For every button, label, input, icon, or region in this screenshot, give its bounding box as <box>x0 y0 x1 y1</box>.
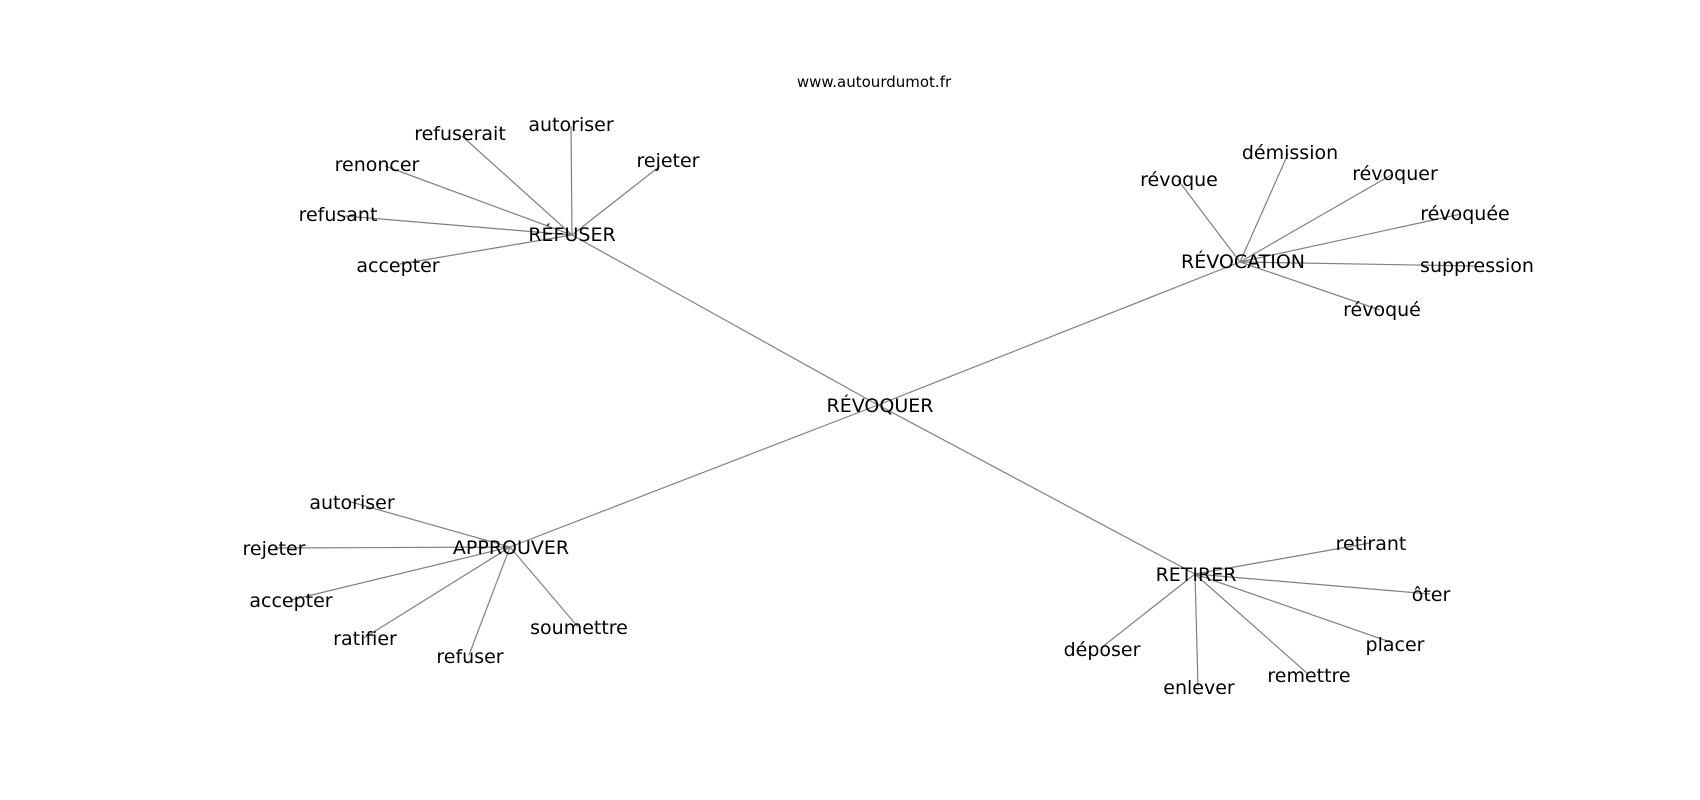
word-node[interactable]: rejeter <box>636 150 699 172</box>
word-node[interactable]: autoriser <box>309 492 394 514</box>
edge-center-approuver <box>509 404 879 548</box>
word-node[interactable]: rejeter <box>242 538 305 560</box>
word-node[interactable]: révoquée <box>1420 203 1509 225</box>
word-node[interactable]: placer <box>1366 634 1425 656</box>
edge-approuver-rejeter <box>273 546 511 549</box>
word-node[interactable]: renoncer <box>335 154 420 176</box>
word-node[interactable]: refusant <box>299 204 378 226</box>
edge-approuver-soumettre <box>509 546 579 628</box>
edge-approuver-ratifier <box>363 546 511 639</box>
edge-approuver-autoriser <box>350 501 511 548</box>
edge-revocation-revoquer <box>1239 173 1394 263</box>
edge-center-revocation <box>877 261 1241 406</box>
edge-retirer-enlever <box>1194 573 1199 687</box>
hub-node-revocation[interactable]: RÉVOCATION <box>1181 250 1305 273</box>
word-node[interactable]: retirant <box>1336 533 1407 555</box>
edge-revocation-revoquee <box>1239 213 1462 263</box>
word-node[interactable]: ratifier <box>333 628 397 650</box>
hub-node-retirer[interactable]: RETIRER <box>1156 564 1237 586</box>
word-node[interactable]: refuser <box>436 646 503 668</box>
word-node[interactable]: autoriser <box>528 114 613 136</box>
hub-node-approuver[interactable]: APPROUVER <box>453 537 569 559</box>
word-node[interactable]: remettre <box>1267 665 1350 687</box>
edge-approuver-refuser <box>468 546 511 656</box>
word-node[interactable]: révoquer <box>1352 163 1438 185</box>
word-node[interactable]: déposer <box>1064 639 1141 661</box>
source-credit[interactable]: www.autourdumot.fr <box>797 73 952 91</box>
word-node[interactable]: révoqué <box>1343 299 1421 321</box>
hub-node-refuser[interactable]: RÉFUSER <box>528 223 615 246</box>
word-node[interactable]: refuserait <box>414 123 506 145</box>
word-node[interactable]: suppression <box>1420 255 1534 277</box>
edge-retirer-placer <box>1194 573 1394 644</box>
edge-revocation-revoque-2 <box>1239 261 1381 311</box>
center-node[interactable]: RÉVOQUER <box>827 394 934 417</box>
word-node[interactable]: démission <box>1242 142 1338 164</box>
edges <box>273 125 1476 687</box>
edge-refuser-refusant <box>344 215 573 236</box>
labels: www.autourdumot.fr RÉVOQUER RÉFUSER refu… <box>242 73 1533 699</box>
word-node[interactable]: accepter <box>356 255 439 277</box>
edge-revocation-revoque <box>1177 179 1241 263</box>
edge-refuser-accepter <box>399 234 573 265</box>
edge-retirer-deposer <box>1100 573 1196 649</box>
edge-revocation-demission <box>1239 153 1289 263</box>
edge-retirer-oter <box>1194 573 1431 595</box>
edge-refuser-autoriser <box>570 125 573 236</box>
edge-refuser-renoncer <box>384 165 573 236</box>
edge-retirer-retirant <box>1194 542 1371 575</box>
edge-refuser-refuserait <box>461 135 573 236</box>
edge-revocation-suppression <box>1239 261 1476 267</box>
edge-center-refuser <box>571 234 879 406</box>
word-node[interactable]: révoque <box>1140 169 1218 191</box>
edge-retirer-remettre <box>1194 573 1309 675</box>
edge-refuser-rejeter <box>571 165 661 236</box>
word-node[interactable]: soumettre <box>530 617 628 639</box>
word-node[interactable]: enlever <box>1163 677 1235 699</box>
word-node[interactable]: ôter <box>1412 584 1451 606</box>
edge-center-retirer <box>877 404 1196 575</box>
edge-approuver-accepter <box>290 546 511 601</box>
word-node[interactable]: accepter <box>249 590 332 612</box>
